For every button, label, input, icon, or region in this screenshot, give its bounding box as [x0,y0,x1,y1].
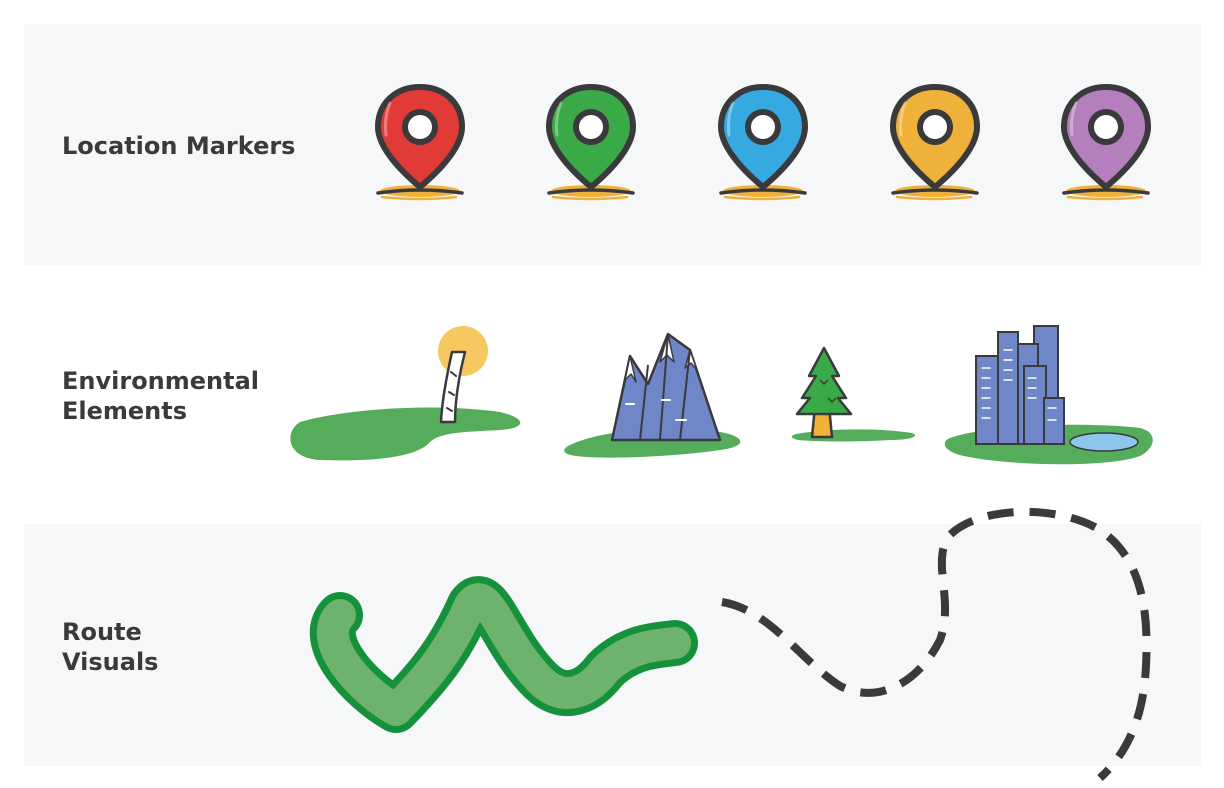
route-visuals-title: Route Visuals [62,618,159,676]
map-pin-icon[interactable] [549,87,633,199]
map-pin-icon[interactable] [893,87,977,199]
map-pin-icon[interactable] [1064,87,1148,199]
location-markers-group [378,87,1148,199]
solid-route-icon[interactable] [309,576,698,733]
dashed-route-icon[interactable] [721,507,1151,781]
environmental-elements-title: Environmental Elements [62,367,260,425]
location-markers-title: Location Markers [62,132,296,160]
map-pin-icon[interactable] [721,87,805,199]
mountains-icon[interactable] [564,332,741,458]
city-skyline-icon[interactable] [944,325,1153,465]
pine-tree-icon[interactable] [791,346,916,442]
lake-icon [1069,432,1139,452]
sun-tree-meadow-icon[interactable] [290,326,521,461]
tree-trunk-icon [439,350,467,424]
map-pin-icon[interactable] [378,87,462,199]
